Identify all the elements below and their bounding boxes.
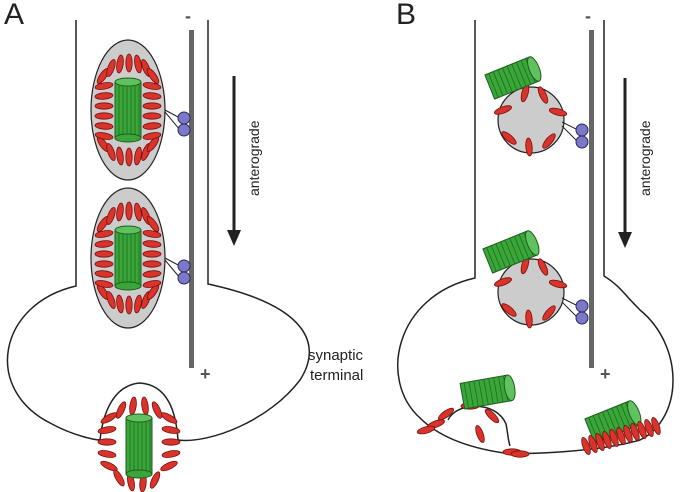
anterograde-arrow-a	[227, 76, 241, 246]
microtubule-a	[189, 30, 194, 368]
panel-b	[397, 20, 674, 458]
fusing-vesicle-b	[416, 373, 530, 458]
synaptic-terminal-label-line2: terminal	[310, 367, 364, 384]
motor-a-top	[177, 111, 191, 137]
panel-a	[6, 20, 310, 492]
panel-letter-b: B	[396, 0, 417, 31]
docking-vesicle-a	[97, 396, 181, 492]
synaptic-terminal-label-line1: synaptic	[308, 347, 364, 364]
plus-end-label-b: +	[600, 364, 611, 384]
motor-a-mid	[177, 259, 191, 285]
panel-letter-a: A	[4, 0, 25, 31]
microtubule-b	[589, 30, 594, 368]
anterograde-label-a: anterograde	[246, 120, 262, 196]
minus-end-label-b: -	[585, 6, 591, 26]
anterograde-arrow-b	[618, 78, 632, 248]
membrane-barrel-b	[579, 398, 663, 456]
motor-b-mid	[575, 299, 589, 325]
minus-end-label-a: -	[185, 6, 191, 26]
neuron-membrane-a	[6, 20, 310, 442]
neuron-membrane-b	[397, 20, 674, 455]
vesicle-a-top	[91, 40, 165, 180]
motor-b-top	[575, 123, 589, 149]
vesicle-a-mid	[91, 188, 165, 328]
plus-end-label-a: +	[200, 364, 211, 384]
anterograde-label-b: anterograde	[637, 120, 653, 196]
